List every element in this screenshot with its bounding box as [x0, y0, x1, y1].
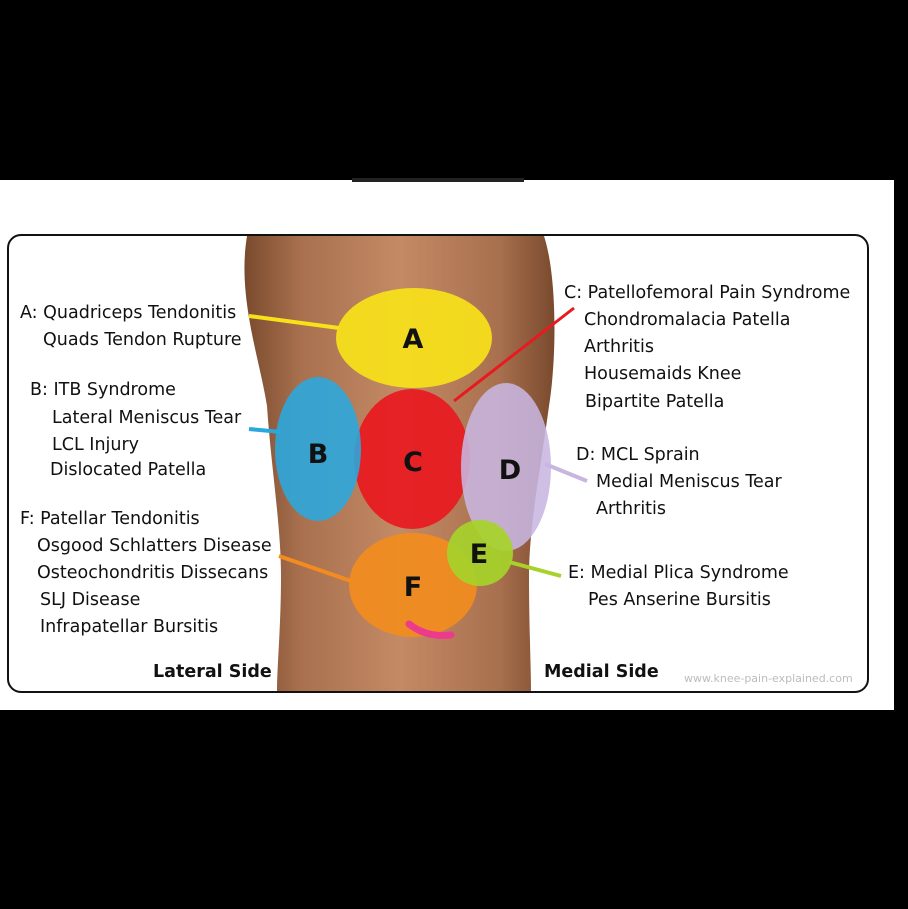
label-e-item: Pes Anserine Bursitis: [588, 590, 771, 610]
leader-line-e: [508, 560, 562, 578]
label-a-title: A: Quadriceps Tendonitis: [20, 303, 237, 323]
knee-illustration: A B C D E F: [244, 236, 588, 691]
label-c-item: Chondromalacia Patella: [584, 310, 791, 330]
zone-letter-a: A: [403, 324, 424, 355]
zone-letter-d: D: [499, 455, 521, 486]
label-f-item: Infrapatellar Bursitis: [40, 617, 219, 637]
leader-line-f: [278, 554, 352, 583]
label-d-item: Medial Meniscus Tear: [596, 472, 782, 492]
label-c-title: C: Patellofemoral Pain Syndrome: [564, 283, 851, 303]
label-d-title: D: MCL Sprain: [576, 445, 700, 465]
label-b-item: Lateral Meniscus Tear: [52, 408, 242, 428]
label-f-item: Osgood Schlatters Disease: [37, 536, 272, 556]
label-f-item: SLJ Disease: [40, 590, 141, 610]
zone-letter-c: C: [403, 447, 423, 478]
top-divider: [352, 178, 524, 182]
leader-line-d: [544, 462, 588, 483]
label-c-item: Arthritis: [584, 337, 655, 357]
label-e-title: E: Medial Plica Syndrome: [568, 563, 789, 583]
zone-letter-f: F: [404, 572, 422, 603]
zone-a: [336, 288, 492, 388]
label-c-item: Housemaids Knee: [584, 364, 742, 384]
label-f-title: F: Patellar Tendonitis: [20, 509, 200, 529]
tibial-tubercle-mark: [405, 620, 455, 639]
zone-letter-e: E: [470, 539, 488, 570]
label-d-item: Arthritis: [596, 499, 667, 519]
label-b-item: Dislocated Patella: [50, 460, 207, 480]
zone-letter-b: B: [308, 439, 329, 470]
zone-b: [275, 377, 361, 521]
knee-diagram-frame: A B C D E F A: Quadriceps Tendonitis Qua…: [7, 234, 869, 693]
zone-d: [461, 383, 551, 551]
zone-f: [349, 533, 477, 637]
label-c-item: Bipartite Patella: [585, 392, 725, 412]
label-f-item: Osteochondritis Dissecans: [37, 563, 269, 583]
label-b-item: LCL Injury: [52, 435, 140, 455]
leader-line-b: [248, 427, 282, 434]
leader-line-c: [453, 306, 575, 403]
zone-c: [354, 389, 470, 529]
watermark: www.knee-pain-explained.com: [684, 672, 853, 685]
label-b-title: B: ITB Syndrome: [30, 380, 176, 400]
leader-line-a: [248, 314, 340, 330]
label-a-item: Quads Tendon Rupture: [43, 330, 242, 350]
lateral-side-label: Lateral Side: [153, 662, 272, 682]
medial-side-label: Medial Side: [544, 662, 659, 682]
zone-e: [447, 520, 513, 586]
